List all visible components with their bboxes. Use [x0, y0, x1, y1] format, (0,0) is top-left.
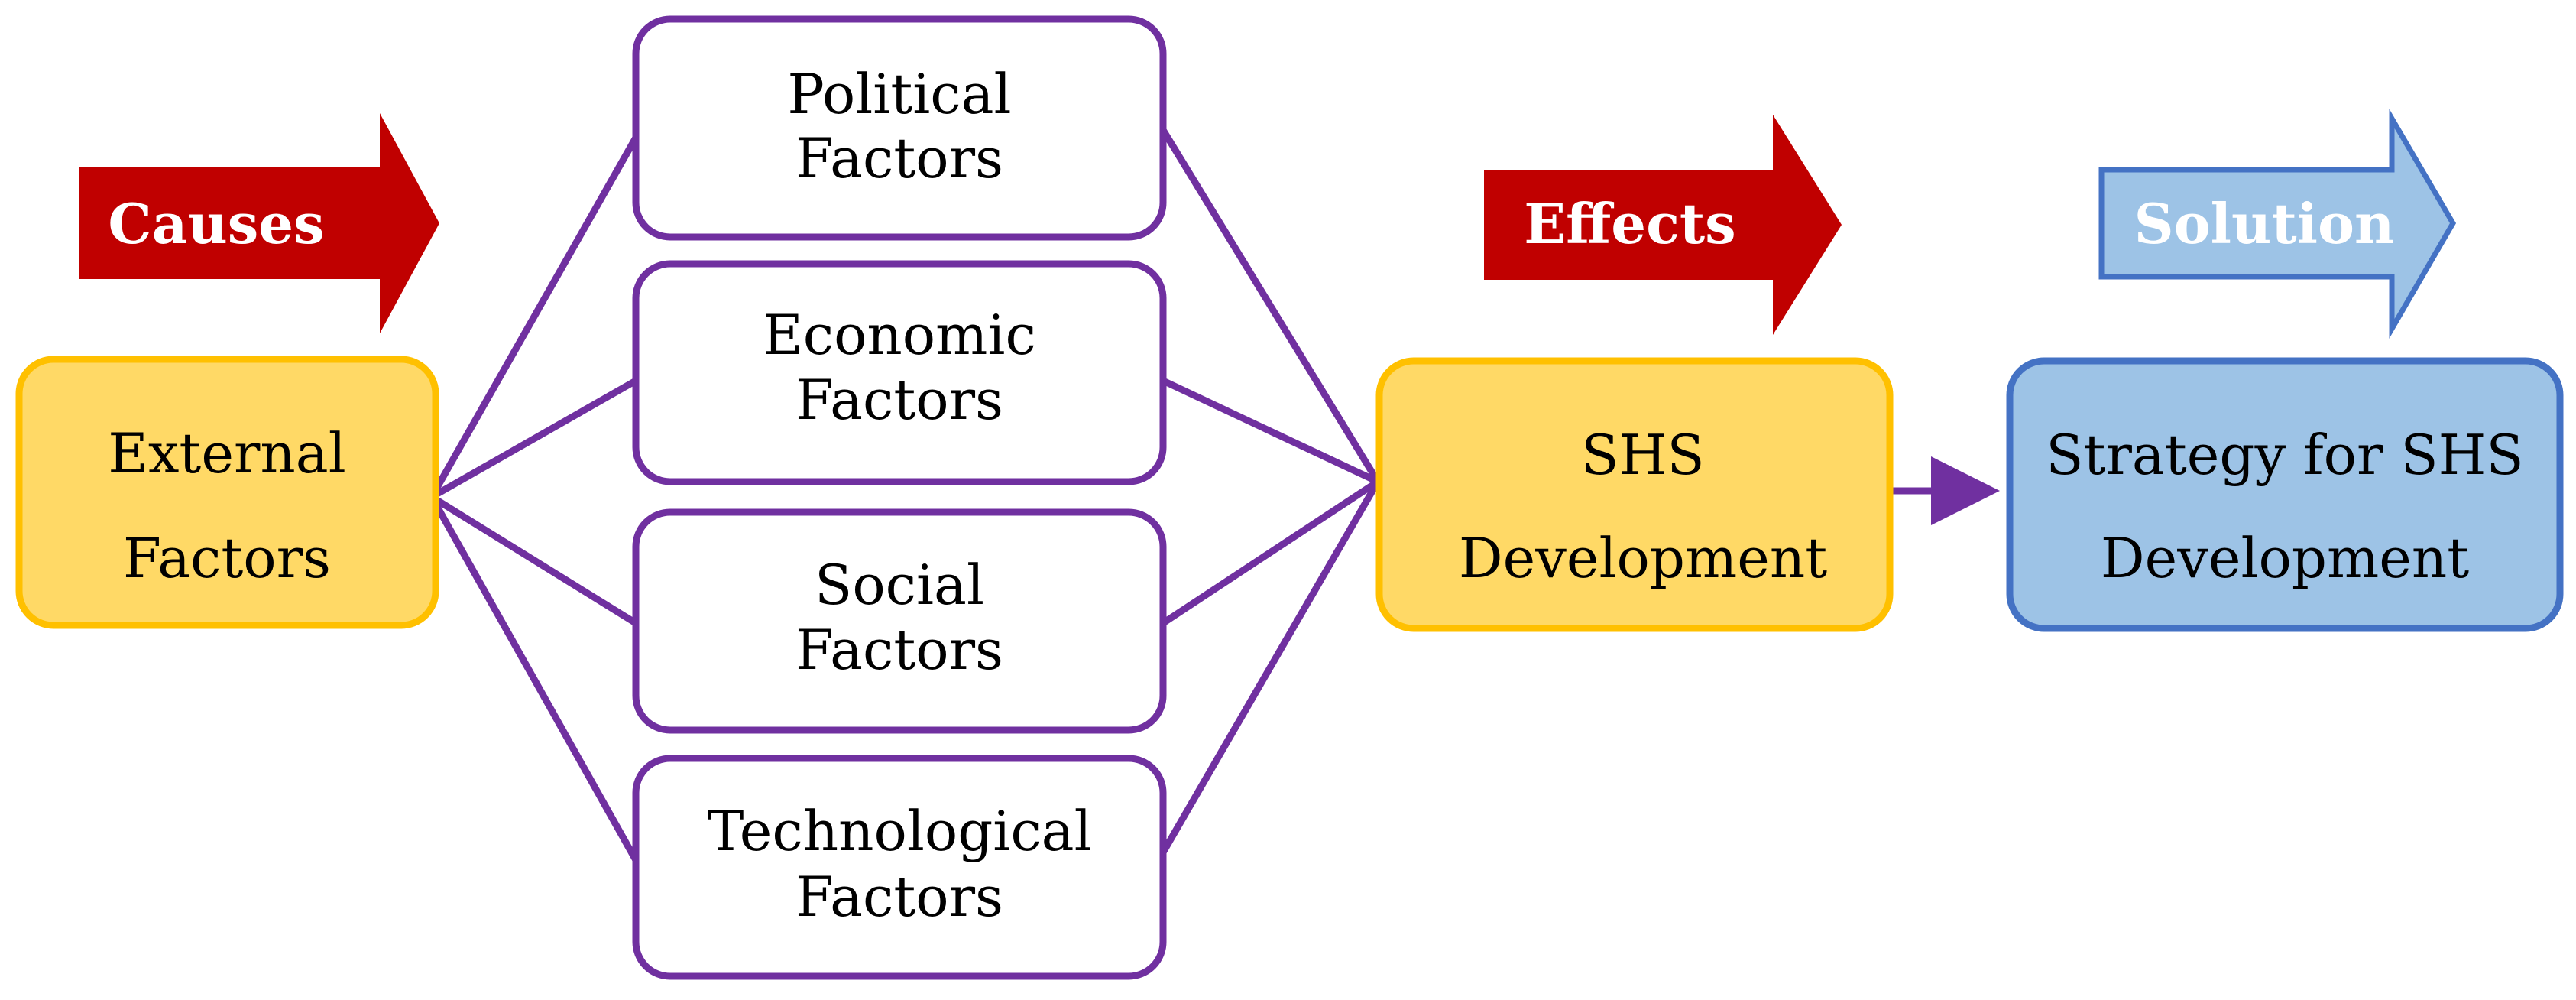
political-factors-line1: Political [787, 62, 1011, 126]
solution-arrow-shape [2098, 109, 2457, 339]
economic-factors-line2: Factors [795, 368, 1003, 432]
technological-factors-box [632, 755, 1167, 980]
external-factors-line2: Factors [123, 526, 331, 590]
connector-technological-shs [1160, 479, 1381, 855]
political-factors-node: Political Factors [632, 15, 1167, 241]
shs-development-box [1375, 357, 1894, 632]
effects-arrow-shape [1484, 115, 1842, 335]
shs-development-node: SHS Development [1375, 357, 1894, 632]
connector-external-social [429, 494, 638, 626]
social-factors-line1: Social [815, 553, 984, 617]
external-factors-box [15, 356, 439, 629]
solution-arrow: Solution [2098, 109, 2457, 339]
social-factors-box [632, 508, 1167, 734]
external-factors-node: External Factors [15, 356, 439, 629]
technological-factors-node: Technological Factors [632, 755, 1167, 980]
connector-external-political [429, 135, 639, 499]
strategy-box [2006, 357, 2564, 632]
technological-factors-line1: Technological [707, 799, 1091, 863]
causes-arrow: Causes [79, 113, 439, 333]
connectors-left [429, 135, 639, 862]
effects-arrow-label: Effects [1524, 191, 1735, 256]
external-factors-line1: External [108, 421, 345, 485]
connector-political-shs [1160, 128, 1381, 484]
shs-development-line1: SHS [1581, 423, 1704, 487]
political-factors-box [632, 15, 1167, 241]
social-factors-node: Social Factors [632, 508, 1167, 734]
social-factors-line2: Factors [795, 618, 1003, 682]
connector-external-technological [429, 495, 639, 862]
causes-arrow-label: Causes [108, 191, 324, 256]
causes-arrow-shape [79, 113, 439, 333]
strategy-line2: Development [2101, 526, 2469, 590]
strategy-line1: Strategy for SHS [2046, 423, 2524, 487]
economic-factors-line1: Economic [763, 303, 1036, 367]
connector-external-economic [429, 378, 638, 500]
solution-arrow-label: Solution [2134, 191, 2395, 256]
effects-arrow: Effects [1484, 115, 1842, 335]
strategy-node: Strategy for SHS Development [2006, 357, 2564, 632]
connectors-right [1160, 128, 1381, 855]
political-factors-line2: Factors [795, 126, 1003, 190]
connector-social-shs [1161, 479, 1380, 626]
connector-economic-shs [1162, 377, 1379, 485]
technological-factors-line2: Factors [795, 865, 1003, 929]
economic-factors-box [632, 260, 1167, 485]
shs-development-line2: Development [1459, 526, 1827, 590]
economic-factors-node: Economic Factors [632, 260, 1167, 485]
